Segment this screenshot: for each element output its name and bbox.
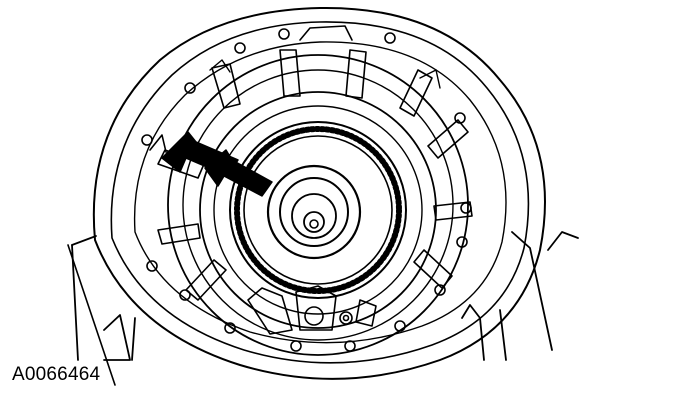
clutch-drum [167,54,469,356]
arrow-icon [161,131,273,197]
center-hub [266,164,362,260]
ring-gear [229,121,407,299]
support-legs [67,231,579,386]
lower-valve-details [247,285,377,335]
transmission-case [92,6,546,380]
figure-id-label: A0066464 [12,364,101,385]
drum-ribs [149,49,473,301]
